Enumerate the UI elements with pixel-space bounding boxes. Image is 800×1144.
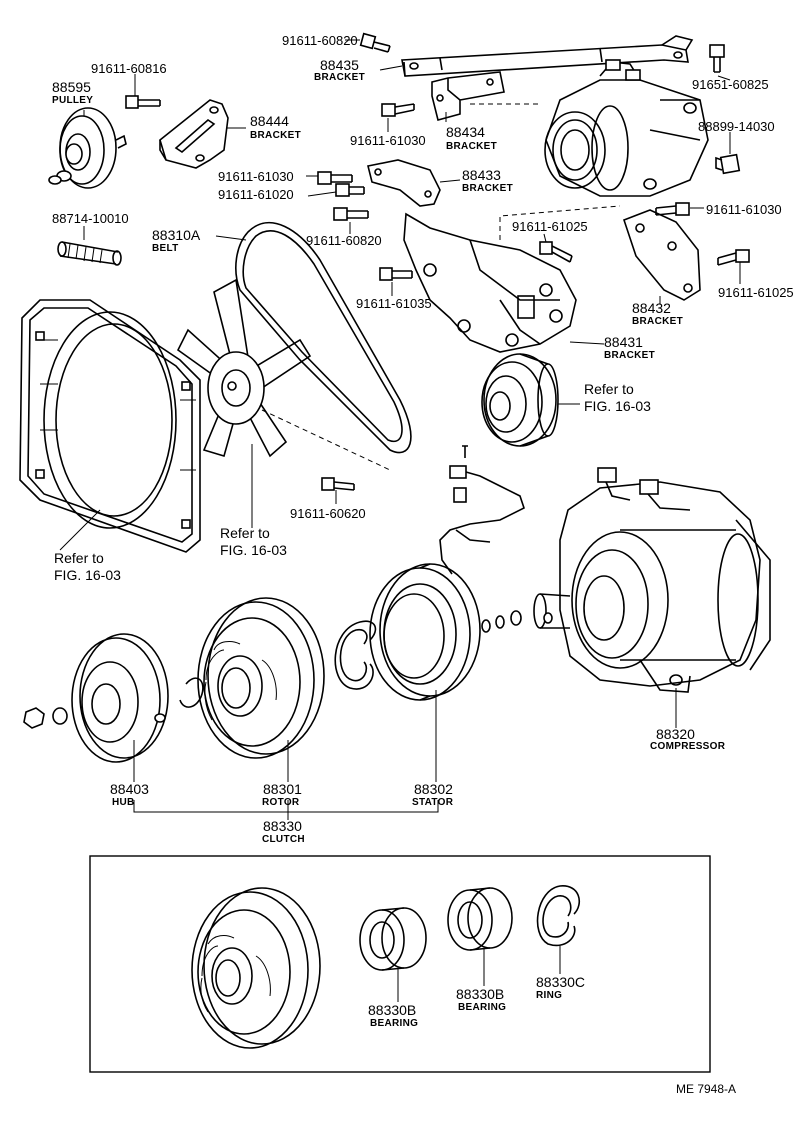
bolt-91651-60825-illustration: [709, 44, 725, 73]
bolt-91611-61025-b-illustration: [717, 249, 750, 266]
pulley-88595-illustration: [48, 107, 127, 189]
bolt-91611-61030-b-illustration: [317, 171, 353, 185]
label-bearing-88330b-b-name: BEARING: [458, 1002, 507, 1013]
label-bolt-91611-60820-top: 91611-60820: [282, 33, 358, 48]
label-rotor-88301-name: ROTOR: [262, 797, 300, 808]
idler-pulley-illustration: [481, 353, 559, 447]
label-rotor-88301-number: 88301: [263, 781, 302, 797]
label-ref-shroud-line2: FIG. 16-03: [54, 567, 121, 583]
label-bracket-88433-number: 88433: [462, 167, 501, 183]
bolt-91611-61020-illustration: [335, 183, 365, 197]
clutch-group-bracket: [133, 800, 439, 820]
bolt-91611-60820-top-illustration: [359, 32, 391, 53]
label-hub-88403-name: HUB: [112, 797, 135, 808]
bracket-88444-illustration: [159, 99, 229, 169]
bolt-91611-60820-mid-illustration: [333, 207, 369, 221]
label-bracket-88435-name: BRACKET: [314, 72, 365, 83]
bearing-detail-a-illustration: [359, 907, 427, 971]
snap-ring-illustration: [334, 620, 377, 690]
bracket-88433-illustration: [367, 159, 441, 207]
stud-88714-10010-illustration: [57, 241, 122, 266]
label-ref-shroud-line1: Refer to: [54, 550, 104, 566]
fan-shroud-illustration: [19, 299, 201, 553]
stator-88302-illustration: [369, 563, 522, 701]
ring-detail-illustration: [536, 885, 581, 947]
label-hub-88403-number: 88403: [110, 781, 149, 797]
label-bolt-91611-61025-a: 91611-61025: [512, 219, 588, 234]
label-bolt-91611-61030-a: 91611-61030: [350, 133, 426, 148]
label-bracket-88434-number: 88434: [446, 124, 485, 140]
label-stud-88714-10010: 88714-10010: [52, 211, 129, 226]
label-bracket-88444-name: BRACKET: [250, 130, 301, 141]
hub-88403-illustration: [23, 633, 204, 763]
label-bracket-88433-name: BRACKET: [462, 183, 513, 194]
figure-code: ME 7948-A: [676, 1082, 737, 1096]
bolt-91611-61035-illustration: [379, 267, 413, 281]
label-ref-fan-line1: Refer to: [220, 525, 270, 541]
label-clutch-88330-number: 88330: [263, 818, 302, 834]
label-pulley-88595-number: 88595: [52, 79, 91, 95]
label-bracket-88435-number: 88435: [320, 57, 359, 73]
label-compressor-88320-number: 88320: [656, 726, 695, 742]
detail-box: [89, 855, 711, 1073]
label-bracket-88431-number: 88431: [604, 334, 643, 350]
label-bolt-91611-60816: 91611-60816: [91, 61, 167, 76]
label-bearing-88330b-b-number: 88330B: [456, 986, 505, 1002]
label-compressor-88320-name: COMPRESSOR: [650, 741, 726, 752]
rotor-88301-illustration: [197, 597, 325, 759]
bracket-88432-illustration: [622, 209, 701, 301]
label-bracket-88431-name: BRACKET: [604, 350, 655, 361]
label-ref-pulley-line1: Refer to: [584, 381, 634, 397]
bearing-detail-b-illustration: [447, 887, 513, 951]
label-bolt-91611-61020: 91611-61020: [218, 187, 294, 202]
bracket-88431-illustration: [403, 205, 621, 353]
label-part-88899-14030: 88899-14030: [698, 119, 775, 134]
label-stator-88302-name: STATOR: [412, 797, 454, 808]
label-bracket-88432-name: BRACKET: [632, 316, 683, 327]
leader-lines: [59, 39, 741, 1002]
label-ref-fan-line2: FIG. 16-03: [220, 542, 287, 558]
label-belt-88310a-name: BELT: [152, 243, 179, 254]
bolt-91611-60620-illustration: [321, 477, 355, 491]
bracket-88434-illustration: [431, 71, 540, 121]
bolt-91611-61030-a-illustration: [381, 103, 415, 117]
label-bracket-88444-number: 88444: [250, 113, 289, 129]
label-bolt-91651-60825: 91651-60825: [692, 77, 769, 92]
bolt-91611-61025-a-illustration: [539, 241, 573, 263]
label-belt-88310a-number: 88310A: [152, 227, 201, 243]
label-bolt-91611-60620: 91611-60620: [290, 506, 366, 521]
fan-illustration: [176, 278, 391, 471]
label-bearing-88330b-a-number: 88330B: [368, 1002, 417, 1018]
label-ref-pulley-line2: FIG. 16-03: [584, 398, 651, 414]
label-bearing-88330b-a-name: BEARING: [370, 1018, 419, 1029]
label-bracket-88434-name: BRACKET: [446, 141, 497, 152]
label-ring-88330c-name: RING: [536, 990, 563, 1001]
bolt-91611-61030-c-illustration: [655, 202, 690, 216]
label-bolt-91611-61035: 91611-61035: [356, 296, 432, 311]
label-ring-88330c-number: 88330C: [536, 974, 586, 990]
label-clutch-88330-name: CLUTCH: [262, 834, 305, 845]
label-bracket-88432-number: 88432: [632, 300, 671, 316]
label-bolt-91611-61025-b: 91611-61025: [718, 285, 794, 300]
bracket-88435-illustration: [401, 35, 694, 77]
bolt-91611-60816-illustration: [125, 95, 161, 109]
compressor-upper-view-illustration: [544, 59, 709, 197]
label-pulley-88595-name: PULLEY: [52, 95, 94, 106]
label-bolt-91611-60820-mid: 91611-60820: [306, 233, 382, 248]
rotor-detail-illustration: [191, 887, 321, 1049]
label-bolt-91611-61030-c: 91611-61030: [706, 202, 782, 217]
wire-harness-illustration: [439, 445, 525, 575]
part-88899-14030-illustration: [715, 153, 741, 175]
belt-88310a-illustration: [235, 221, 412, 454]
label-stator-88302-number: 88302: [414, 781, 453, 797]
compressor-88320-illustration: [533, 467, 771, 693]
label-bolt-91611-61030-b: 91611-61030: [218, 169, 294, 184]
